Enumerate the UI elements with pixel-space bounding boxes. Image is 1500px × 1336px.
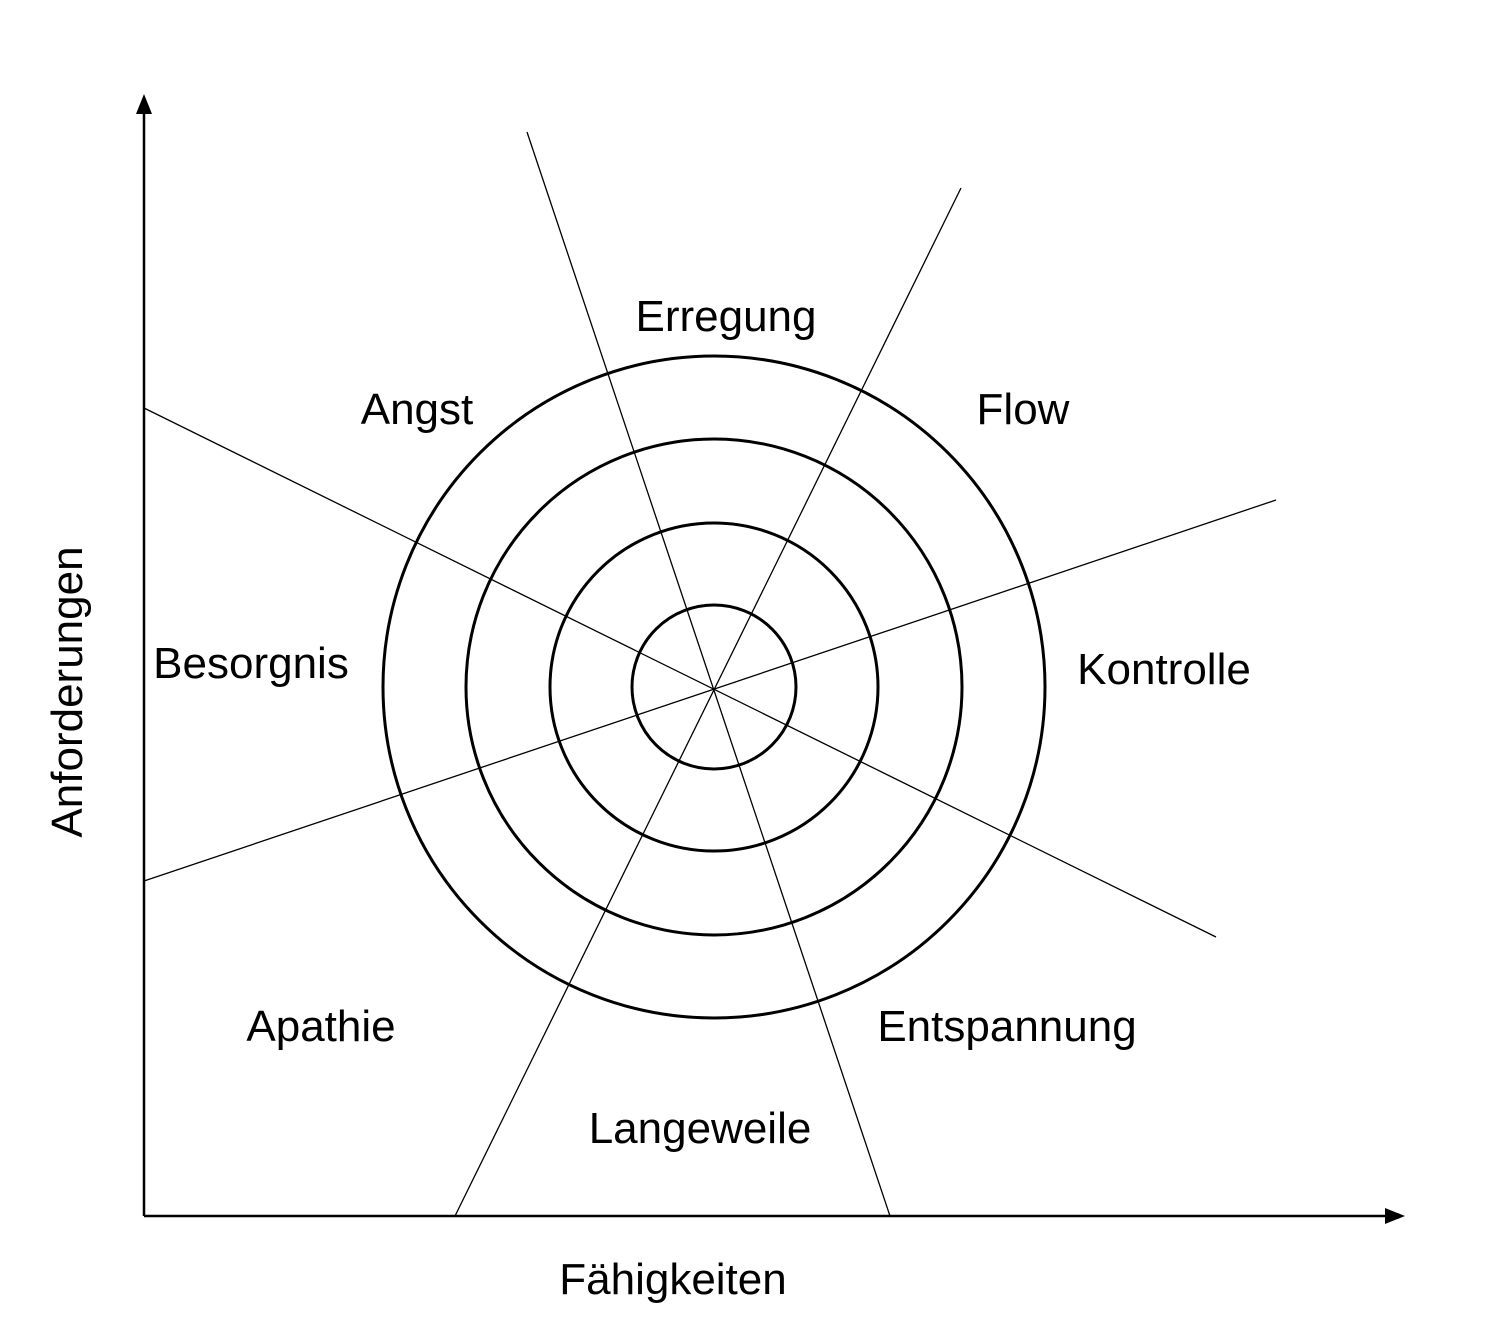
label-kontrolle: Kontrolle — [1077, 645, 1251, 694]
label-flow: Flow — [977, 385, 1070, 434]
label-entspannung: Entspannung — [877, 1002, 1136, 1051]
divider-line-steep-right — [454, 187, 962, 1217]
y-axis-arrow-icon — [136, 94, 152, 114]
ring-second — [548, 521, 880, 853]
y-axis-label: Anforderungen — [43, 546, 92, 837]
label-apathie: Apathie — [246, 1002, 395, 1051]
x-axis-label: Fähigkeiten — [559, 1255, 786, 1304]
ring-inner — [630, 603, 798, 771]
label-angst: Angst — [361, 385, 474, 434]
label-besorgnis: Besorgnis — [153, 639, 349, 688]
label-langeweile: Langeweile — [589, 1104, 812, 1153]
divider-line-steep-left — [526, 131, 891, 1217]
label-erregung: Erregung — [635, 292, 816, 341]
divider-line-shallow-down — [143, 407, 1217, 938]
ring-outer — [381, 354, 1047, 1020]
divider-line-shallow-up — [143, 499, 1277, 882]
ring-third — [464, 437, 964, 937]
x-axis-arrow-icon — [1385, 1208, 1405, 1224]
